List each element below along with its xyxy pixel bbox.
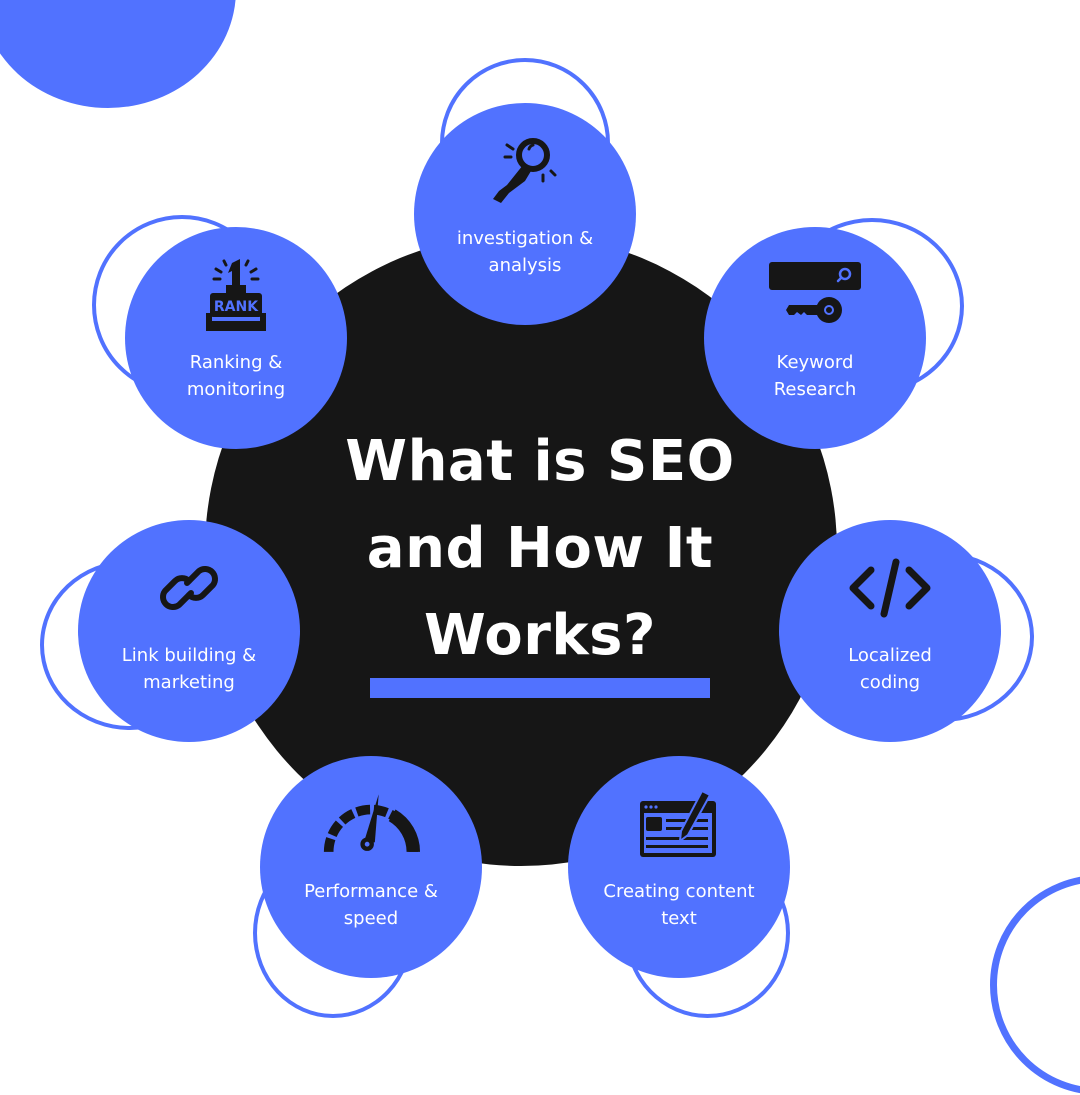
chain-link-icon [139,548,239,628]
magnifier-hand-icon [475,131,575,211]
title-line-1: What is SEO [345,429,735,494]
label-line: Localized [848,645,932,666]
node-keyword-research: Keyword Research [704,227,926,449]
node-localized-coding: Localized coding [779,520,1001,742]
label-line: Link building & [121,645,257,666]
speedometer-icon [321,784,421,864]
node-creating-content: Creating content text [568,756,790,978]
title-line-3: Works? [424,603,656,668]
content-edit-icon [629,784,729,864]
label-line: Research [773,379,857,400]
decorative-arc-bottom-right [990,875,1080,1095]
node-label: Keyword Research [725,349,905,403]
label-line: marketing [143,672,235,693]
label-line: monitoring [186,379,286,400]
label-line: speed [343,908,399,929]
decorative-circle-top-left [0,0,236,108]
label-line: analysis [488,255,562,276]
label-line: text [661,908,697,929]
node-ranking-monitoring: RANK Ranking & monitoring [125,227,347,449]
title-underline-bar [370,678,710,698]
search-key-icon [765,255,865,335]
node-investigation-analysis: investigation & analysis [414,103,636,325]
node-label: Localized coding [800,642,980,696]
node-label: Creating content text [589,878,769,932]
label-line: Ranking & [189,352,283,373]
node-label: Link building & marketing [99,642,279,696]
label-line: Creating content [603,881,755,902]
node-label: Ranking & monitoring [146,349,326,403]
label-line: investigation & [456,228,594,249]
node-label: investigation & analysis [435,225,615,279]
label-line: coding [859,672,921,693]
node-link-building: Link building & marketing [78,520,300,742]
node-performance-speed: Performance & speed [260,756,482,978]
label-line: Performance & [304,881,438,902]
node-label: Performance & speed [281,878,461,932]
page-title: What is SEO and How It Works? [330,418,750,679]
title-line-2: and How It [366,516,714,581]
rank-one-icon: RANK [186,255,286,335]
svg-text:RANK: RANK [214,299,259,315]
label-line: Keyword [776,352,854,373]
code-icon [840,548,940,628]
